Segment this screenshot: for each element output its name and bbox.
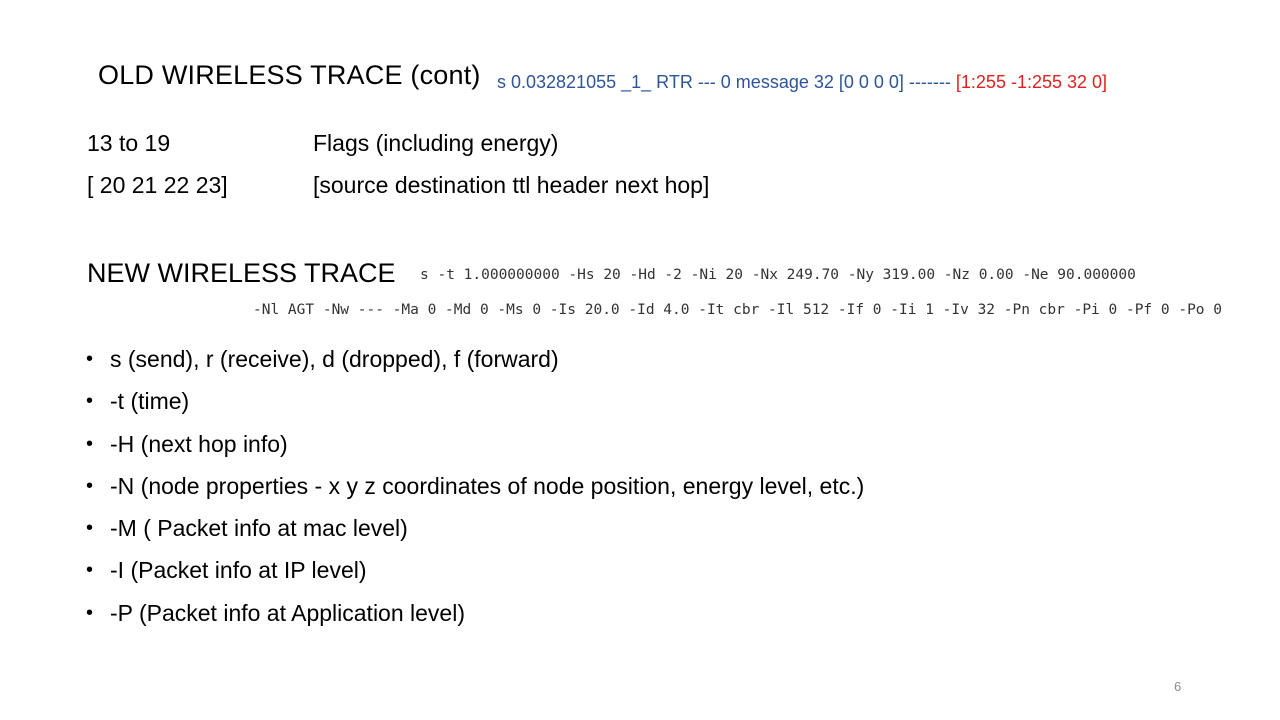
bullet-icon: •: [86, 390, 94, 413]
field-range-description: [source destination ttl header next hop]: [313, 172, 710, 198]
list-item-text: -H (next hop info): [110, 430, 288, 457]
list-item-text: -M ( Packet info at mac level): [110, 515, 408, 542]
bullet-icon: •: [86, 348, 94, 370]
field-range-label: [ 20 21 22 23]: [87, 172, 228, 198]
list-item: • -N (node properties - x y z coordinates…: [86, 469, 864, 511]
list-item-text: -P (Packet info at Application level): [110, 599, 465, 626]
list-item: • -I (Packet info at IP level): [86, 553, 864, 595]
list-item: • -H (next hop info): [86, 427, 864, 469]
field-range-description: Flags (including energy): [313, 130, 559, 156]
list-item: • -M ( Packet info at mac level): [86, 511, 864, 553]
new-trace-title: NEW WIRELESS TRACE: [87, 258, 396, 288]
list-item-text: -t (time): [110, 388, 190, 415]
old-trace-title: OLD WIRELESS TRACE (cont): [98, 60, 481, 90]
field-range-label: 13 to 19: [87, 130, 171, 156]
trace-flag-list: • s (send), r (receive), d (dropped), f (…: [86, 342, 864, 638]
page-number: 6: [1174, 679, 1182, 694]
old-trace-sample: s 0.032821055 _1_ RTR --- 0 message 32 […: [497, 72, 1107, 93]
new-trace-sample-line-2: -Nl AGT -Nw --- -Ma 0 -Md 0 -Ms 0 -Is 20…: [253, 302, 1223, 318]
bullet-icon: •: [86, 559, 94, 582]
bullet-icon: •: [86, 432, 94, 455]
list-item-text: s (send), r (receive), d (dropped), f (f…: [110, 346, 559, 372]
bullet-icon: •: [86, 601, 94, 624]
list-item: • s (send), r (receive), d (dropped), f (…: [86, 342, 864, 384]
list-item-text: -N (node properties - x y z coordinates …: [110, 472, 865, 499]
list-item-text: -I (Packet info at IP level): [110, 557, 367, 584]
bullet-icon: •: [86, 517, 94, 540]
old-trace-sample-main: s 0.032821055 _1_ RTR --- 0 message 32 […: [497, 72, 951, 92]
bullet-icon: •: [86, 474, 94, 497]
new-trace-sample-line-1: s -t 1.000000000 -Hs 20 -Hd -2 -Ni 20 -N…: [420, 267, 1136, 283]
list-item: • -P (Packet info at Application level): [86, 596, 864, 638]
list-item: • -t (time): [86, 384, 864, 426]
old-trace-sample-routing: [1:255 -1:255 32 0]: [955, 72, 1108, 92]
